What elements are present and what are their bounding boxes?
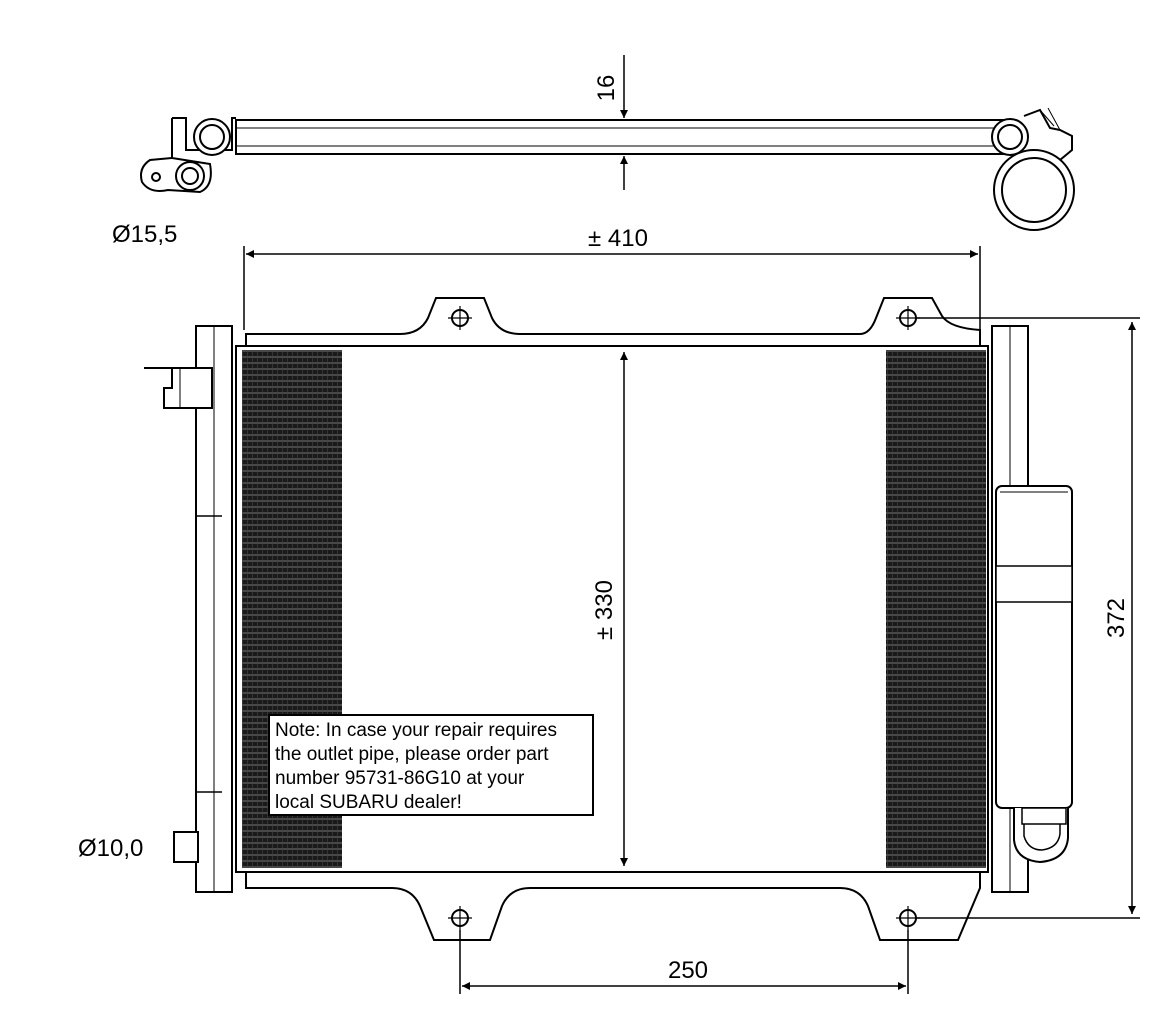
width-dimension (243, 246, 981, 330)
note-line-4: local SUBARU dealer! (275, 792, 462, 813)
mount-spacing-label: 250 (668, 957, 708, 984)
outlet-diameter-label: Ø10,0 (78, 835, 143, 862)
note-line-2: the outlet pipe, please order part (275, 744, 549, 765)
inlet-diameter-label: Ø15,5 (112, 221, 177, 248)
front-view (245, 297, 981, 941)
core-height-label: ± 330 (591, 580, 618, 640)
outlet-pipe-note: Note: In case your repair requires the o… (268, 714, 594, 816)
fin-block-right (886, 350, 986, 868)
thickness-label: 16 (593, 75, 620, 102)
width-label: ± 410 (588, 225, 648, 252)
note-line-1: Note: In case your repair requires (275, 720, 557, 741)
note-line-3: number 95731-86G10 at your (275, 768, 525, 789)
receiver-drier (995, 485, 1073, 864)
left-header-tank (144, 325, 233, 893)
total-height-dimension (916, 317, 1140, 919)
total-height-label: 372 (1103, 598, 1130, 638)
mount-spacing-dimension (459, 930, 909, 994)
top-view (140, 107, 1075, 231)
